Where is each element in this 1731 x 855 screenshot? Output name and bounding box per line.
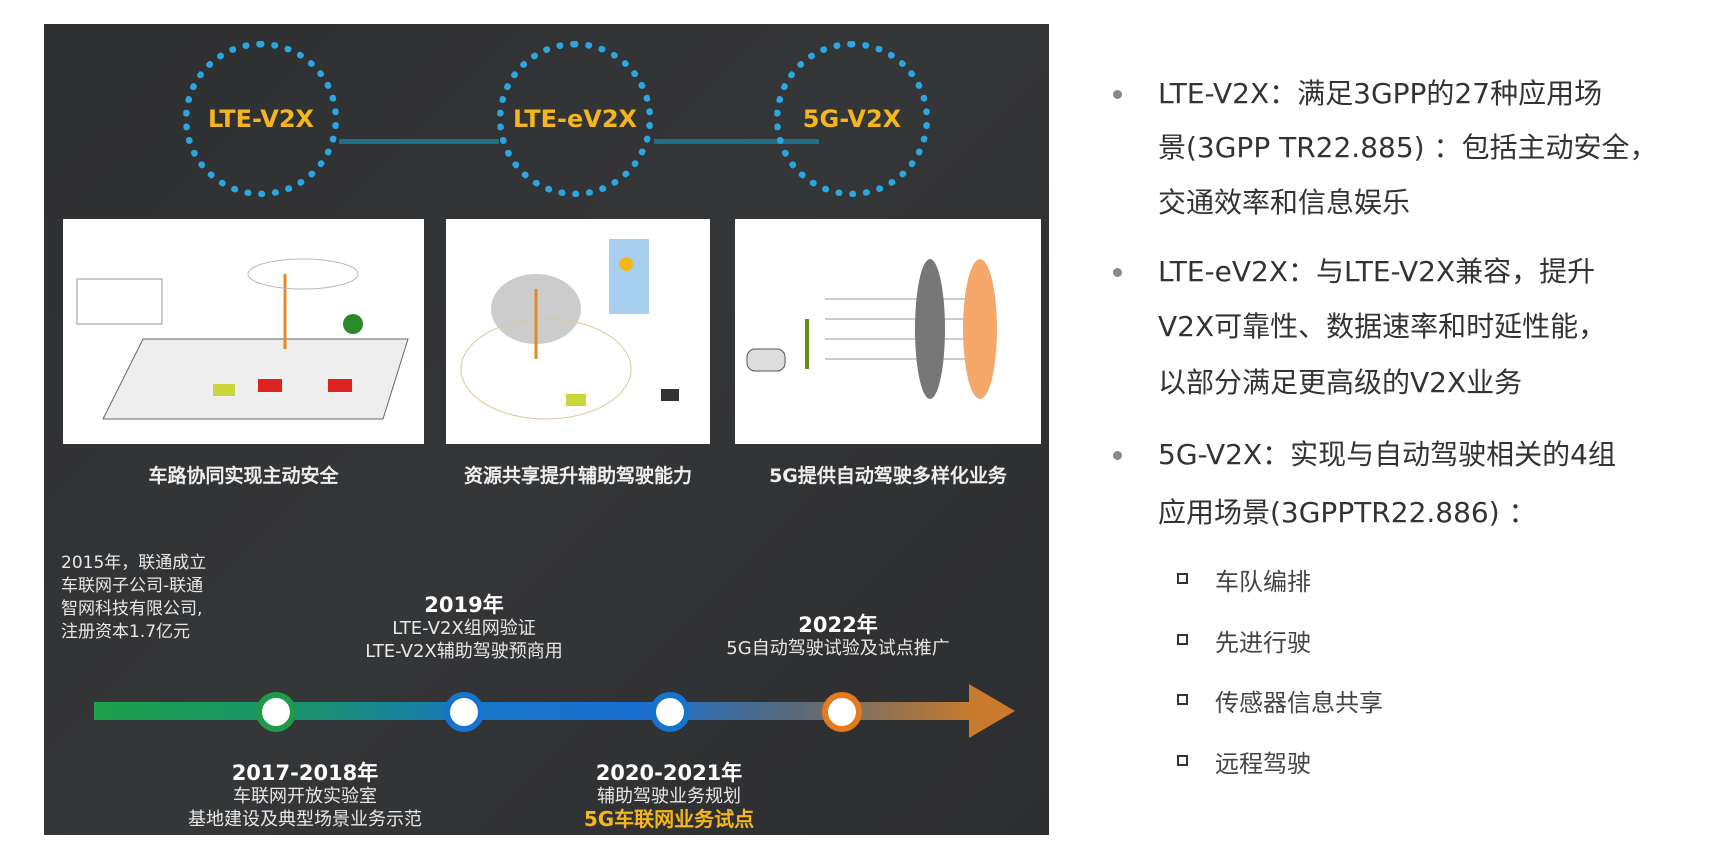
stage-label: LTE-eV2X: [512, 105, 638, 133]
event-line: 辅助驾驶业务规划: [597, 786, 741, 807]
bullet-line: LTE-eV2X：与LTE-V2X兼容，提升: [1158, 255, 1596, 288]
intro-line: 车联网子公司-联通: [61, 576, 204, 596]
resource-sharing-illustration: [446, 219, 710, 444]
event-highlight: 5G车联网业务试点: [583, 807, 755, 831]
sub-bullet-square-icon: [1177, 694, 1188, 705]
bullet-dot-icon: [1113, 268, 1122, 277]
sub-bullet-square-icon: [1177, 573, 1188, 584]
timeline-arrowhead: [969, 684, 1015, 738]
stage-circle: LTE-eV2X: [497, 41, 653, 197]
sub-bullet-item: 远程驾驶: [1215, 750, 1311, 778]
stage-connector: [654, 139, 819, 144]
timeline-node: [256, 692, 296, 732]
bullet-line: 以部分满足更高级的V2X业务: [1158, 366, 1523, 399]
sub-bullet-item: 先进行驶: [1215, 629, 1311, 657]
sub-bullet-item: 传感器信息共享: [1215, 689, 1383, 717]
bullet-line: LTE-V2X：满足3GPP的27种应用场: [1158, 77, 1603, 110]
timeline-node: [444, 692, 484, 732]
intro-line: 注册资本1.7亿元: [61, 622, 191, 642]
timeline-node: [822, 692, 862, 732]
timeline-event-2020: 2020-2021年 辅助驾驶业务规划 5G车联网业务试点: [519, 762, 819, 831]
timeline-bar: [94, 702, 974, 720]
intro-line: 2015年，联通成立: [61, 553, 207, 573]
bullet-line: 5G-V2X：实现与自动驾驶相关的4组: [1158, 438, 1616, 471]
v2x-road-illustration: [63, 219, 424, 444]
image-caption: 车路协同实现主动安全: [148, 465, 339, 487]
timeline-intro: 2015年，联通成立 车联网子公司-联通 智网科技有限公司, 注册资本1.7亿元: [61, 552, 206, 644]
event-line: 车联网开放实验室: [233, 786, 377, 807]
timeline-node: [650, 692, 690, 732]
bullet-line: 景(3GPP TR22.885) ：包括主动安全，: [1158, 131, 1658, 164]
intro-line: 智网科技有限公司,: [61, 599, 203, 619]
bullet-dot-icon: [1113, 90, 1122, 99]
event-year: 2019年: [424, 593, 504, 617]
timeline-event-2022: 2022年 5G自动驾驶试验及试点推广: [688, 614, 988, 660]
timeline-event-2019: 2019年 LTE-V2X组网验证 LTE-V2X辅助驾驶预商用: [314, 594, 614, 663]
event-year: 2020-2021年: [595, 761, 743, 785]
event-year: 2017-2018年: [231, 761, 379, 785]
sub-bullet-square-icon: [1177, 755, 1188, 766]
event-line: 5G自动驾驶试验及试点推广: [726, 638, 950, 659]
slide-image-panel: LTE-V2X LTE-eV2X 5G-V2X: [44, 24, 1049, 835]
stage-label: LTE-V2X: [207, 105, 315, 133]
bullet-dot-icon: [1113, 451, 1122, 460]
timeline-event-2017: 2017-2018年 车联网开放实验室 基地建设及典型场景业务示范: [155, 762, 455, 831]
bullet-line: V2X可靠性、数据速率和时延性能，: [1158, 310, 1607, 343]
sub-bullet-square-icon: [1177, 634, 1188, 645]
stage-label: 5G-V2X: [802, 105, 902, 133]
image-caption: 资源共享提升辅助驾驶能力: [463, 465, 692, 487]
stage-circle: 5G-V2X: [774, 41, 930, 197]
sub-bullet-item: 车队编排: [1215, 568, 1311, 596]
event-line: LTE-V2X组网验证: [392, 618, 536, 639]
5g-services-illustration: [735, 219, 1041, 444]
bullet-line: 交通效率和信息娱乐: [1158, 186, 1411, 219]
event-line: LTE-V2X辅助驾驶预商用: [365, 641, 563, 662]
stage-connector: [339, 139, 499, 144]
stage-circle: LTE-V2X: [183, 41, 339, 197]
event-year: 2022年: [798, 613, 878, 637]
event-line: 基地建设及典型场景业务示范: [188, 809, 422, 830]
bullet-line: 应用场景(3GPPTR22.886) ：: [1158, 496, 1537, 529]
image-caption: 5G提供自动驾驶多样化业务: [769, 465, 1007, 487]
